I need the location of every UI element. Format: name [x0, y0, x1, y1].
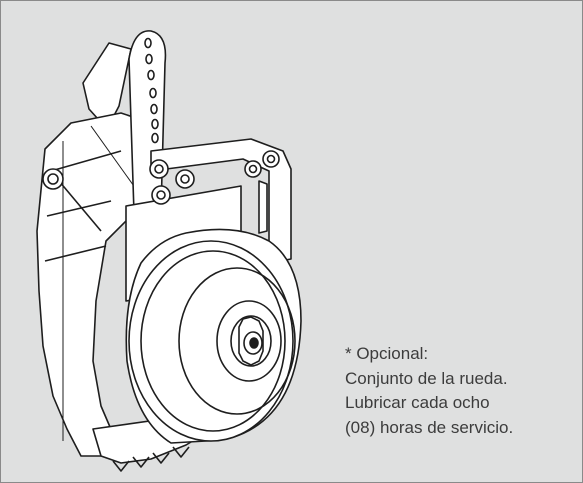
- bolt-left: [42, 168, 64, 190]
- caption-line-hours: (08) horas de servicio.: [345, 417, 514, 437]
- wheel-assembly-illustration: [36, 30, 302, 472]
- gauge-wheel: [125, 228, 302, 444]
- caption-line-lubricate: Lubricar cada ocho: [345, 393, 490, 412]
- caption-line-optional: * Opcional:: [345, 344, 429, 363]
- caption-line-assembly: Conjunto de la rueda.: [345, 368, 508, 388]
- caption-text: * Opcional: Conjunto de la rueda. Lubric…: [345, 342, 580, 440]
- bracket-bolts: [149, 150, 280, 205]
